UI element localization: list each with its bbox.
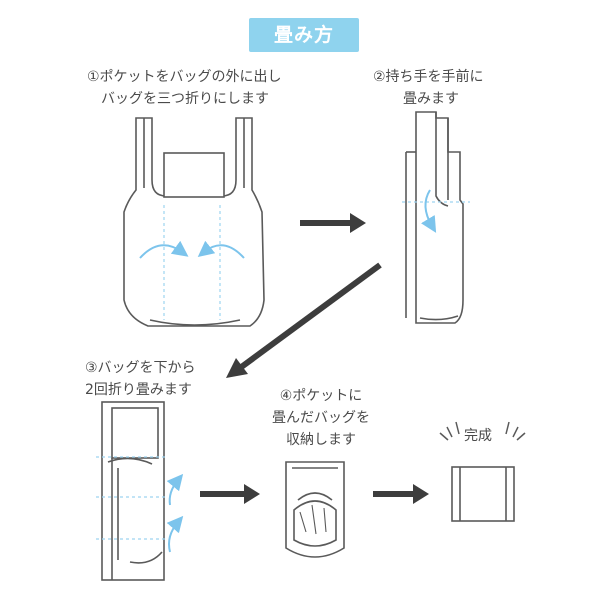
step4-line2: 畳んだバッグを: [272, 410, 370, 426]
step2-bag-illustration: [402, 111, 470, 324]
step4-caption: ④ポケットに 畳んだバッグを 収納します: [262, 385, 380, 451]
step1-bag-illustration: [123, 117, 265, 327]
step4-line3: 収納します: [286, 432, 356, 448]
completed-pouch-illustration: [451, 466, 515, 522]
step2-line1: ②持ち手を手前に: [373, 69, 484, 85]
step1-caption: ①ポケットをバッグの外に出し バッグを三つ折りにします: [87, 66, 282, 110]
step2-line2: 畳みます: [403, 91, 459, 107]
arrow-step1-to-step2: [300, 213, 366, 233]
step4-bag-illustration: [285, 461, 345, 558]
step3-line1: ③バッグを下から: [85, 360, 196, 376]
step1-line2: バッグを三つ折りにします: [101, 91, 269, 107]
step3-caption: ③バッグを下から 2回折り畳みます: [85, 357, 196, 401]
arrow-step2-to-step3: [226, 262, 382, 378]
done-sparkle-icon: [439, 421, 526, 441]
arrow-step3-to-step4: [200, 484, 260, 504]
step1-line1: ①ポケットをバッグの外に出し: [87, 69, 282, 85]
step3-line2: 2回折り畳みます: [85, 382, 192, 398]
done-caption: 完成: [464, 425, 492, 447]
done-label: 完成: [464, 428, 492, 444]
step2-caption: ②持ち手を手前に 畳みます: [373, 66, 484, 110]
step4-line1: ④ポケットに: [279, 388, 363, 404]
page-title: 畳み方: [273, 24, 334, 46]
title-badge: 畳み方: [249, 18, 359, 52]
step3-bag-illustration: [96, 401, 184, 581]
arrow-step4-to-done: [373, 484, 429, 504]
